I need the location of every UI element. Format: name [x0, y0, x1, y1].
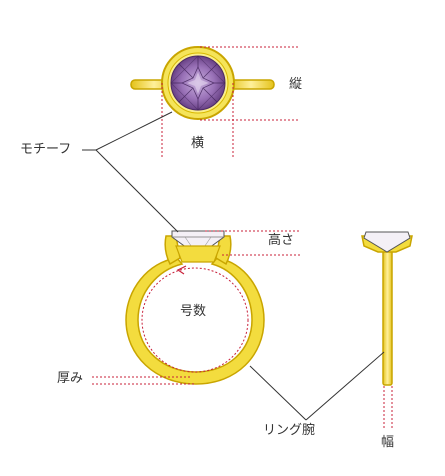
motif-leader-top: [82, 111, 173, 151]
atsumi-label: 厚み: [57, 371, 84, 386]
motif-leader-bottom: [95, 149, 179, 233]
front-view-ring: [125, 230, 265, 385]
takasa-guides: [205, 230, 300, 256]
gousu-label: 号数: [180, 304, 207, 319]
side-band: [382, 243, 393, 386]
top-view-ring: [130, 46, 275, 120]
haba-label: 幅: [381, 435, 395, 450]
yoko-label: 横: [191, 136, 205, 151]
haba-guides: [383, 386, 393, 430]
gousu-guide: [141, 265, 249, 373]
left-shoulder: [164, 235, 181, 266]
leader-lines: [82, 111, 385, 421]
ring-band: [125, 257, 265, 385]
right-shoulder: [215, 235, 232, 266]
tate-label: 縦: [289, 77, 303, 92]
ring-ude-leader-right: [305, 351, 385, 421]
side-view-ring: [361, 231, 413, 386]
ring-ude-label: リング腕: [263, 423, 316, 438]
motif-label: モチーフ: [20, 142, 72, 157]
ring-ude-leader-left: [249, 365, 307, 421]
gem-facets: [170, 55, 226, 111]
takasa-label: 高さ: [268, 233, 295, 248]
atsumi-guides: [92, 376, 196, 385]
top-guides: [161, 46, 298, 157]
side-gem: [363, 231, 411, 253]
